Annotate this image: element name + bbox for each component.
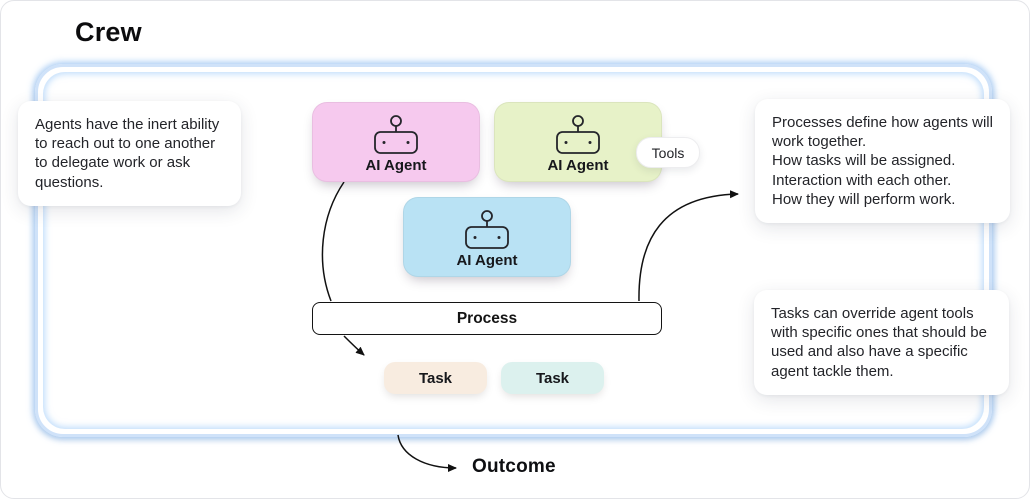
robot-icon	[556, 114, 600, 154]
note-task-override: Tasks can override agent tools with spec…	[754, 290, 1009, 395]
tools-pill: Tools	[636, 137, 700, 168]
note-agent-delegation: Agents have the inert ability to reach o…	[18, 101, 241, 206]
ai-agent-label: AI Agent	[365, 156, 427, 174]
note-agent-delegation-text: Agents have the inert ability to reach o…	[35, 116, 220, 191]
crew-frame	[35, 64, 992, 437]
note-process-definition: Processes define how agents will work to…	[755, 99, 1010, 223]
task-box-peach: Task	[384, 362, 487, 394]
task-label: Task	[418, 369, 453, 387]
robot-icon	[465, 209, 509, 249]
ai-agent-label: AI Agent	[456, 251, 518, 269]
note-process-line: How tasks will be assigned.	[772, 152, 956, 170]
ai-agent-label: AI Agent	[547, 156, 609, 174]
note-process-line: Processes define how agents will work to…	[772, 114, 993, 151]
page-title: Crew	[75, 17, 142, 47]
note-process-line: Interaction with each other.	[772, 171, 952, 189]
ai-agent-box-green: AI Agent	[494, 102, 662, 182]
task-box-cyan: Task	[501, 362, 604, 394]
tools-label: Tools	[651, 144, 685, 161]
note-process-line: How they will perform work.	[772, 190, 956, 208]
ai-agent-box-pink: AI Agent	[312, 102, 480, 182]
outcome-label: Outcome	[472, 456, 556, 477]
ai-agent-box-blue: AI Agent	[403, 197, 571, 277]
task-label: Task	[535, 369, 570, 387]
process-box: Process	[312, 302, 662, 335]
note-task-override-text: Tasks can override agent tools with spec…	[771, 305, 987, 380]
process-label: Process	[456, 309, 518, 327]
robot-icon	[374, 114, 418, 154]
